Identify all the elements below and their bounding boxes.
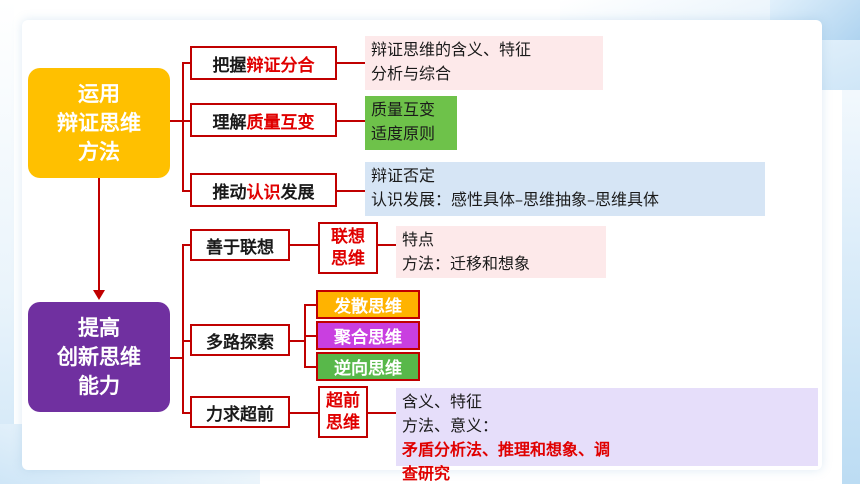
- branch-text: 力求超前: [206, 404, 274, 425]
- branch-text: 推动: [212, 182, 247, 203]
- connector: [182, 190, 190, 192]
- branch-forward: 力求超前: [190, 396, 290, 428]
- decor-left-strip: [0, 0, 14, 484]
- tag-text: 发散思维: [334, 297, 402, 317]
- central-node-apply-dialectical: 运用 辩证思维 方法: [28, 68, 170, 178]
- connector: [290, 412, 318, 414]
- arrow-down-icon: [93, 290, 105, 300]
- connector: [170, 357, 182, 359]
- info-line: 适度原则: [371, 124, 436, 143]
- arrow-line: [98, 178, 100, 290]
- connector: [337, 120, 365, 122]
- connector: [378, 244, 396, 246]
- info-line: 特点: [402, 230, 435, 249]
- node-line: 思维: [326, 413, 360, 433]
- info-highlight: 查研究: [402, 464, 451, 483]
- branch-highlight: 质量互变: [246, 112, 315, 133]
- branch-highlight: 辩证分合: [246, 55, 315, 76]
- connector: [304, 304, 316, 306]
- info-line: 方法、意义： 矛盾分析法、推理和想象、调: [402, 414, 812, 462]
- branch-text: 善于联想: [206, 237, 274, 258]
- tag-text: 聚合思维: [334, 328, 402, 348]
- connector: [170, 120, 182, 122]
- connector: [182, 244, 184, 414]
- info-line: 分析与综合: [371, 64, 452, 83]
- connector: [304, 366, 316, 368]
- node-line: 思维: [331, 249, 365, 269]
- connector: [182, 62, 184, 190]
- info-line: 辩证思维的含义、特征: [371, 40, 532, 59]
- node-line: 联想: [331, 227, 365, 247]
- tag-divergent-thinking: 发散思维: [316, 290, 420, 319]
- info-forward: 含义、特征 方法、意义： 矛盾分析法、推理和想象、调 查研究: [396, 388, 818, 483]
- info-dialectical-negation: 辩证否定 认识发展：感性具体–思维抽象–思维具体: [365, 162, 765, 216]
- central-top-line1: 运用: [78, 81, 120, 106]
- info-quality-change: 质量互变 适度原则: [365, 96, 457, 150]
- branch-text: 理解: [212, 112, 247, 133]
- central-bottom-line3: 能力: [78, 373, 120, 398]
- connector: [182, 120, 190, 122]
- tag-text: 逆向思维: [334, 359, 402, 379]
- central-top-line2: 辩证思维: [57, 110, 141, 135]
- tag-reverse-thinking: 逆向思维: [316, 352, 420, 381]
- info-line: 质量互变: [371, 100, 436, 119]
- central-bottom-line1: 提高: [78, 315, 120, 340]
- connector: [304, 335, 316, 337]
- branch-association: 善于联想: [190, 229, 290, 261]
- connector: [290, 340, 304, 342]
- node-line: 超前: [326, 391, 360, 411]
- central-bottom-line2: 创新思维: [57, 344, 141, 369]
- branch-understand-quality: 理解质量互变: [190, 103, 337, 137]
- info-highlight: 矛盾分析法、推理和想象、调: [402, 440, 611, 459]
- info-line: 辩证否定: [371, 166, 436, 185]
- connector: [368, 412, 396, 414]
- info-text: 方法、意义：: [402, 416, 499, 435]
- central-node-improve-innovation: 提高 创新思维 能力: [28, 302, 170, 412]
- connector: [182, 412, 190, 414]
- branch-grasp-dialectical: 把握辩证分合: [190, 46, 337, 80]
- info-line: 认识发展：感性具体–思维抽象–思维具体: [371, 190, 660, 209]
- node-association-thinking: 联想思维: [318, 222, 378, 274]
- branch-text: 把握: [212, 55, 247, 76]
- branch-text: 多路探索: [206, 332, 274, 353]
- connector: [290, 244, 318, 246]
- connector: [337, 62, 365, 64]
- connector: [182, 62, 190, 64]
- decor-right-strip: [842, 0, 860, 484]
- node-forward-thinking: 超前思维: [318, 386, 368, 438]
- branch-multipath: 多路探索: [190, 324, 290, 356]
- info-line: 方法：迁移和想象: [402, 254, 531, 273]
- branch-promote-cognition: 推动认识发展: [190, 173, 337, 207]
- tag-convergent-thinking: 聚合思维: [316, 321, 420, 350]
- connector: [182, 340, 190, 342]
- info-dialectical-meaning: 辩证思维的含义、特征 分析与综合: [365, 36, 603, 90]
- info-association: 特点 方法：迁移和想象: [396, 226, 606, 278]
- connector: [182, 244, 190, 246]
- central-top-line3: 方法: [78, 139, 120, 164]
- branch-text: 发展: [280, 182, 315, 203]
- connector: [337, 190, 365, 192]
- branch-highlight: 认识: [246, 182, 281, 203]
- info-line: 含义、特征: [402, 392, 483, 411]
